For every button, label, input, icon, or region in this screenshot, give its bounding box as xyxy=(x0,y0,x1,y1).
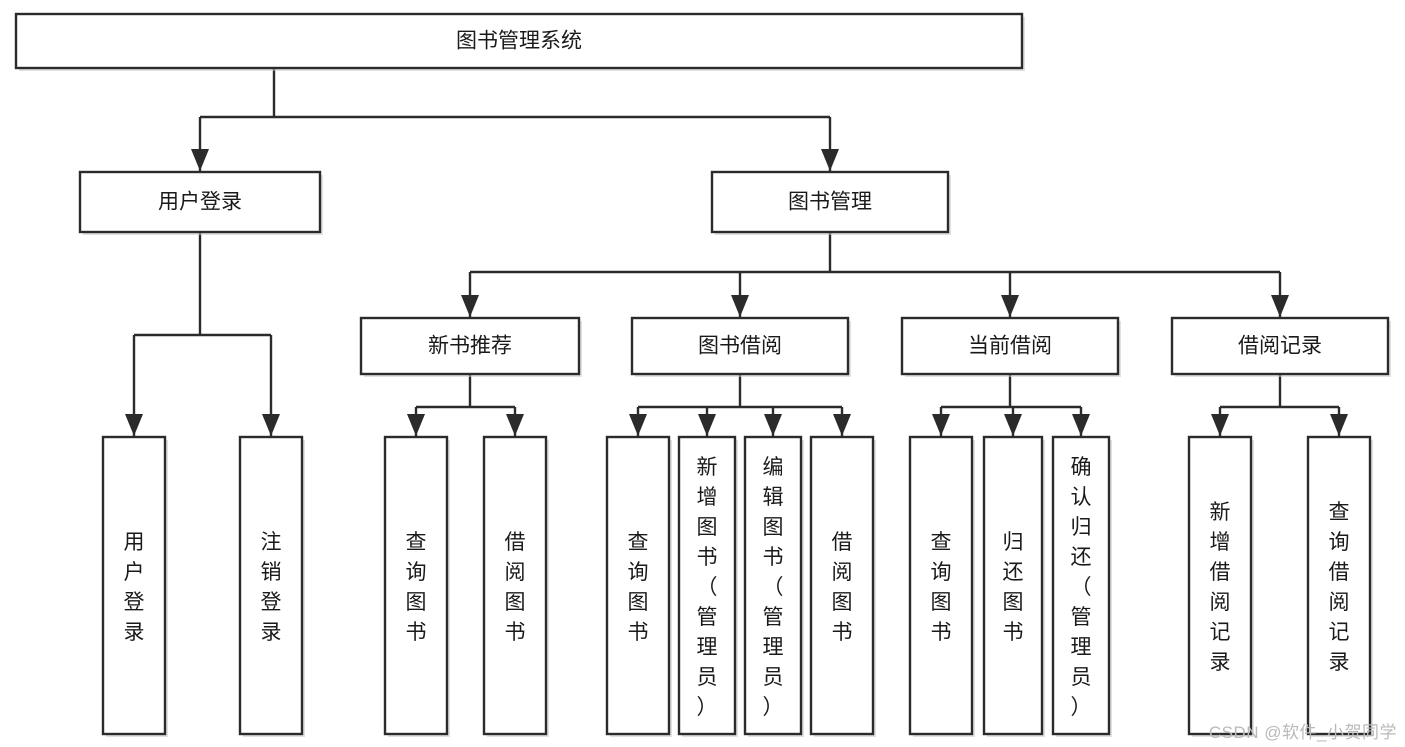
node-new-book-rec[interactable]: 新书推荐 xyxy=(359,316,582,377)
node-label: 图书管理 xyxy=(788,191,872,214)
connector-layer xyxy=(125,68,1348,436)
node-label: 查询图书 xyxy=(628,531,649,644)
arrow-head-icon xyxy=(698,414,716,436)
arrow-head-icon xyxy=(461,295,479,317)
arrow-head-icon xyxy=(833,414,851,436)
node-leaf-query-book-borrow[interactable]: 查询图书 xyxy=(605,435,672,737)
node-label: 新增借阅记录 xyxy=(1210,501,1231,674)
node-borrow-record[interactable]: 借阅记录 xyxy=(1170,316,1391,377)
node-leaf-query-record[interactable]: 查询借阅记录 xyxy=(1306,435,1373,737)
arrow-head-icon xyxy=(764,414,782,436)
arrow-head-icon xyxy=(506,414,524,436)
node-layer: 图书管理系统用户登录图书管理新书推荐图书借阅当前借阅借阅记录用户登录注销登录查询… xyxy=(14,12,1391,737)
node-label: 编辑图书（管理员） xyxy=(763,456,784,719)
node-leaf-query-book-rec[interactable]: 查询图书 xyxy=(383,435,450,737)
arrow-head-icon xyxy=(1330,414,1348,436)
arrow-head-icon xyxy=(1072,414,1090,436)
node-leaf-edit-book[interactable]: 编辑图书（管理员） xyxy=(743,435,804,737)
node-label: 用户登录 xyxy=(124,531,145,644)
node-label: 新书推荐 xyxy=(428,335,512,358)
node-label: 图书管理系统 xyxy=(456,30,582,53)
node-leaf-user-login[interactable]: 用户登录 xyxy=(101,435,168,737)
arrow-head-icon xyxy=(1211,414,1229,436)
arrow-head-icon xyxy=(125,414,143,436)
node-label: 图书借阅 xyxy=(698,335,782,358)
node-label: 归还图书 xyxy=(1003,531,1024,644)
node-leaf-add-record[interactable]: 新增借阅记录 xyxy=(1187,435,1254,737)
node-label: 新增图书（管理员） xyxy=(697,456,718,719)
arrow-head-icon xyxy=(821,149,839,171)
node-label: 注销登录 xyxy=(261,531,282,644)
node-label: 查询借阅记录 xyxy=(1329,501,1350,674)
node-label: 当前借阅 xyxy=(968,335,1052,358)
node-label: 确认归还（管理员） xyxy=(1071,456,1092,719)
node-label: 查询图书 xyxy=(406,531,427,644)
node-leaf-borrow-book[interactable]: 借阅图书 xyxy=(809,435,876,737)
node-label: 借阅图书 xyxy=(832,531,853,644)
node-book-borrow[interactable]: 图书借阅 xyxy=(630,316,851,377)
arrow-head-icon xyxy=(191,149,209,171)
node-label: 查询图书 xyxy=(931,531,952,644)
arrow-head-icon xyxy=(629,414,647,436)
node-label: 用户登录 xyxy=(158,191,242,214)
arrow-head-icon xyxy=(407,414,425,436)
node-root-图书管理系统[interactable]: 图书管理系统 xyxy=(14,12,1025,71)
arrow-head-icon xyxy=(932,414,950,436)
node-book-manage[interactable]: 图书管理 xyxy=(710,170,951,235)
node-leaf-logout[interactable]: 注销登录 xyxy=(238,435,305,737)
node-leaf-return-book[interactable]: 归还图书 xyxy=(982,435,1045,737)
node-label: 借阅图书 xyxy=(505,531,526,644)
arrow-head-icon xyxy=(1004,414,1022,436)
node-current-borrow[interactable]: 当前借阅 xyxy=(900,316,1121,377)
arrow-head-icon xyxy=(262,414,280,436)
node-leaf-confirm-return[interactable]: 确认归还（管理员） xyxy=(1051,435,1112,737)
node-leaf-add-book[interactable]: 新增图书（管理员） xyxy=(677,435,738,737)
arrow-head-icon xyxy=(731,295,749,317)
node-label: 借阅记录 xyxy=(1238,335,1322,358)
node-leaf-borrow-book-rec[interactable]: 借阅图书 xyxy=(482,435,549,737)
node-leaf-query-book-current[interactable]: 查询图书 xyxy=(908,435,975,737)
arrow-head-icon xyxy=(1271,295,1289,317)
csdn-watermark: CSDN @软件_小贺同学 xyxy=(1208,723,1397,742)
node-user-login[interactable]: 用户登录 xyxy=(78,170,323,235)
arrow-head-icon xyxy=(1001,295,1019,317)
